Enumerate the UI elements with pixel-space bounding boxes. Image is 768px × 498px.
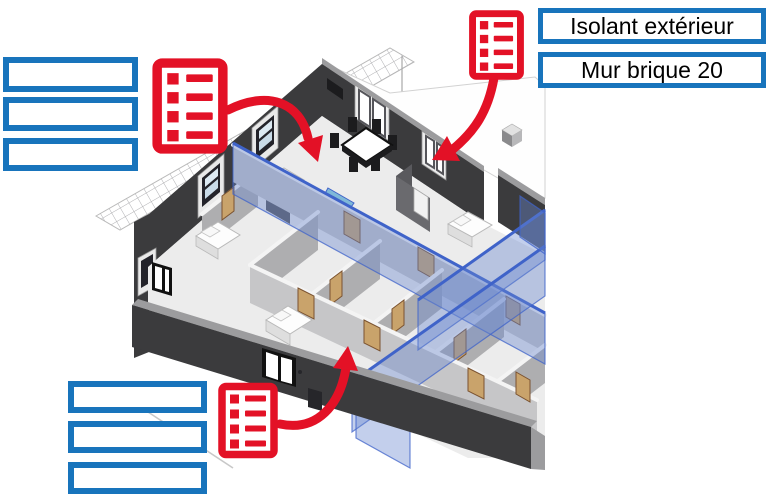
door — [297, 287, 315, 320]
bed — [446, 211, 494, 248]
arrow-to-interior-wall-bottom — [275, 346, 358, 430]
label-box-mur-brique: Mur brique 20 — [538, 52, 766, 88]
wall-layers-list-icon-top-right — [473, 14, 521, 77]
window — [197, 153, 225, 219]
answer-box-bottom-3 — [68, 462, 207, 494]
vent — [308, 388, 322, 411]
door — [467, 367, 485, 400]
label-box-isolant-exterieur: Isolant extérieur — [538, 8, 766, 44]
highlighted-wall-sliver — [519, 194, 546, 256]
exterior-wall-front — [132, 262, 545, 470]
door — [363, 319, 381, 352]
dining-table-with-chairs — [330, 117, 397, 172]
closet — [396, 164, 430, 232]
label-mur-brique: Mur brique 20 — [581, 56, 723, 83]
arrow-to-interior-wall-top — [223, 95, 323, 162]
roof-vent — [501, 123, 523, 147]
bed — [195, 221, 241, 260]
wall-layers-list-icon-top-left — [157, 63, 223, 149]
bed — [265, 305, 313, 346]
arrow-to-exterior-wall — [432, 73, 499, 161]
door — [329, 270, 343, 306]
window — [262, 348, 296, 387]
door — [391, 299, 405, 335]
window — [152, 262, 172, 296]
answer-box-top-left-1 — [3, 57, 138, 92]
annotation-arrows — [223, 73, 499, 430]
door — [505, 295, 521, 326]
tv-console — [266, 198, 290, 224]
answer-box-top-left-3 — [3, 138, 138, 171]
tv-screen — [327, 78, 343, 100]
answer-box-top-left-2 — [3, 97, 138, 131]
door — [221, 186, 235, 221]
door — [515, 371, 531, 403]
answer-box-bottom-2 — [68, 421, 207, 453]
window — [251, 105, 279, 171]
wall-layers-list-icon-bottom — [222, 387, 274, 455]
door — [343, 210, 361, 244]
label-isolant-exterieur: Isolant extérieur — [570, 12, 734, 39]
answer-box-bottom-1 — [68, 381, 207, 413]
